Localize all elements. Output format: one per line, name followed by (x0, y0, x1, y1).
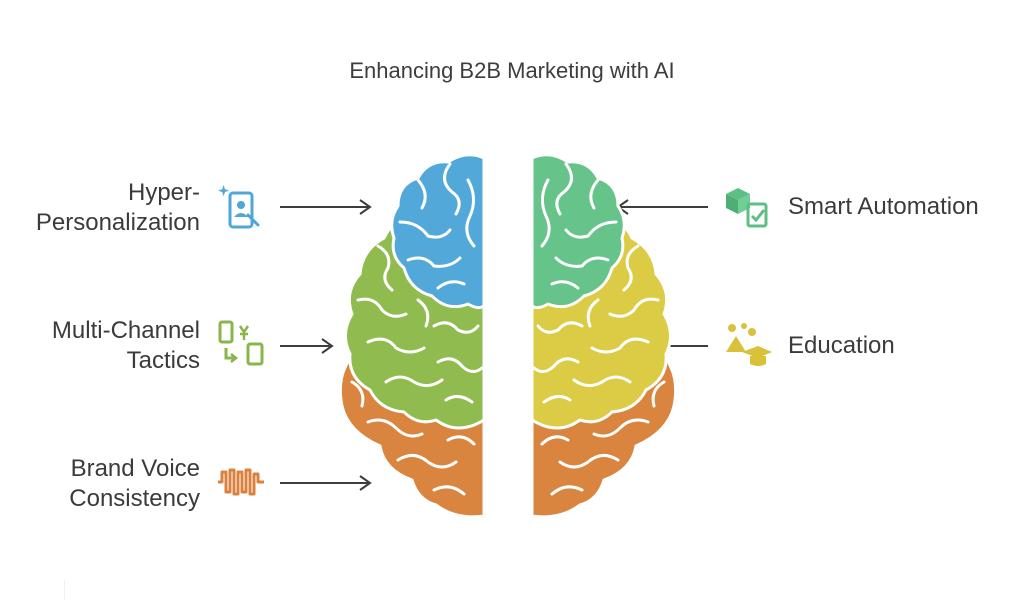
brain-left-upper-lobe (390, 153, 486, 310)
arrow-right-icon (280, 475, 372, 491)
arrow-right-icon (280, 199, 372, 215)
graduation-cap-icon (726, 323, 772, 366)
box-checklist-icon (726, 188, 768, 228)
label-line: Brand Voice (70, 455, 200, 482)
label-smart-automation: Smart Automation (788, 192, 979, 222)
label-line: Multi-Channel (51, 317, 200, 344)
label-line: Personalization (35, 209, 200, 236)
label-line: Hyper- (127, 179, 200, 206)
label-line: Tactics (126, 347, 200, 374)
edge-divider (64, 580, 65, 600)
arrow-right-icon (280, 338, 334, 354)
label-education: Education (788, 331, 895, 361)
diagram-title: Enhancing B2B Marketing with AI (349, 58, 675, 83)
brain-right-upper-lobe (530, 153, 626, 310)
device-exchange-icon (218, 320, 264, 366)
smartphone-user-icon (218, 185, 260, 229)
sound-wave-icon (218, 468, 264, 496)
label-line: Smart Automation (788, 193, 979, 220)
label-hyper-personalization: Hyper- Personalization (36, 178, 200, 238)
label-multi-channel: Multi-Channel Tactics (52, 316, 200, 376)
brain-illustration (338, 153, 678, 519)
label-line: Education (788, 332, 895, 359)
label-line: Consistency (69, 485, 200, 512)
label-brand-voice: Brand Voice Consistency (69, 454, 200, 514)
